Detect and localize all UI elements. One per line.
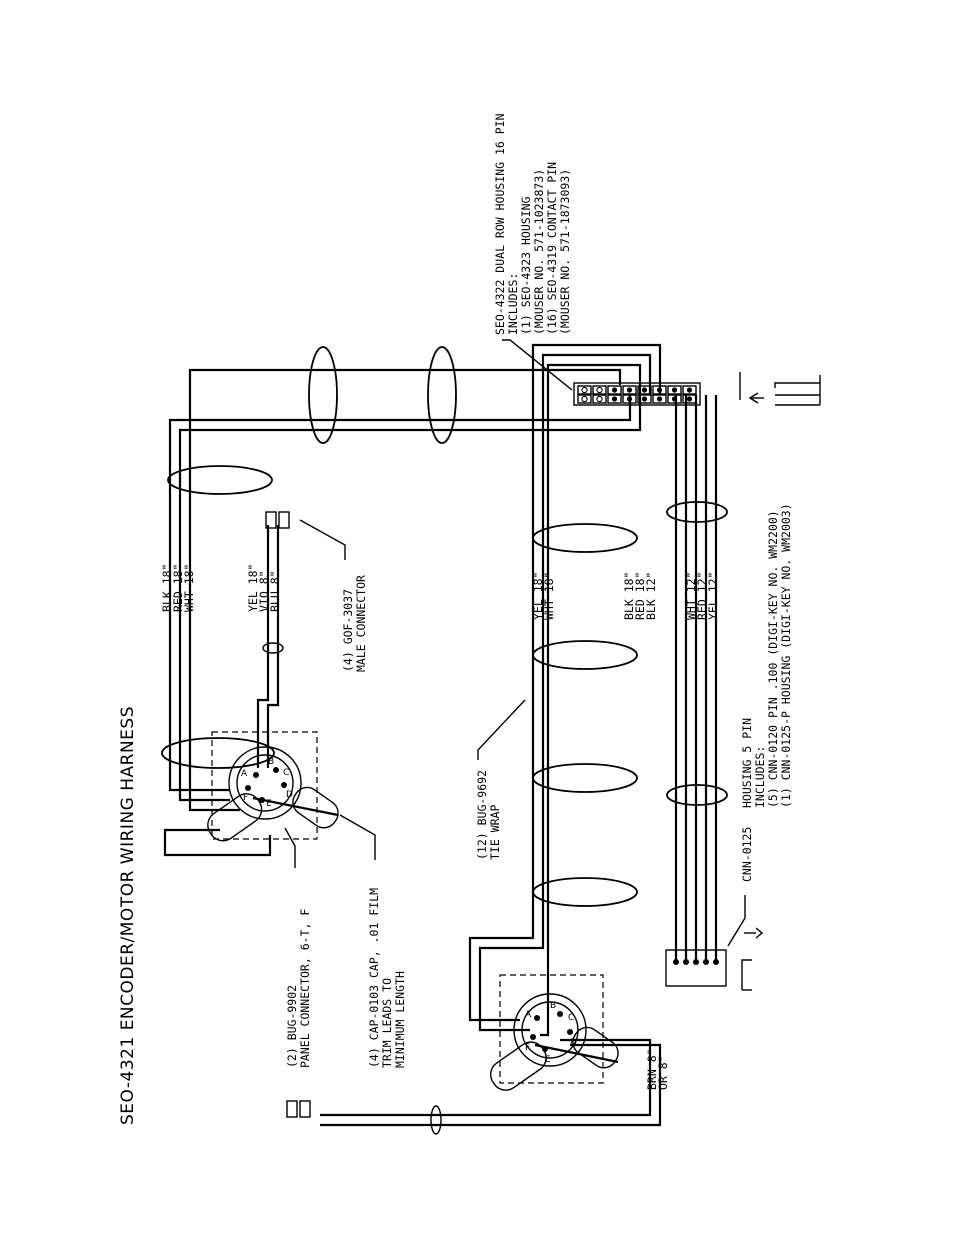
wire-label-lower: OR 8" xyxy=(656,1055,670,1090)
wire-label-middle-a: WHT 18" xyxy=(542,572,556,620)
callout-cnn-housing: INCLUDES: xyxy=(753,746,767,808)
pin-label-f: F xyxy=(243,793,248,803)
tie-wrap xyxy=(532,763,638,793)
callout-gof: (4) GOF-3037 xyxy=(341,589,355,672)
wire-label-middle-b: RED 18" xyxy=(633,572,647,620)
pin-label-f-2: F xyxy=(525,1043,530,1053)
wire-label-middle-c: RED 12" xyxy=(695,572,709,620)
tie-wrap xyxy=(430,1105,442,1135)
tie-wrap xyxy=(666,501,728,523)
filled-contact xyxy=(686,387,693,393)
callout-cap: (4) CAP-0103 CAP, .01 FILM xyxy=(367,888,381,1068)
filled-contact xyxy=(671,387,678,393)
housing-5-pin xyxy=(665,927,764,991)
tie-wraps xyxy=(161,346,728,1135)
wire-label-middle-c: YEL 12" xyxy=(706,572,720,620)
lower-panel-connector: A B C D E F xyxy=(489,974,619,1091)
tie-wrap xyxy=(167,465,273,495)
callout-seo4322: (1) SEO-4323 HOUSING xyxy=(519,196,533,335)
filled-contact xyxy=(656,387,663,393)
callout-cnn-housing: (5) CNN-0120 PIN .100 (DIGI-KEY NO. WM22… xyxy=(766,510,780,808)
pin-label-d: D xyxy=(286,790,293,800)
empty-contact xyxy=(596,386,603,394)
filled-contact xyxy=(641,396,648,402)
callout-seo4322: (16) SEO-4319 CONTACT PIN xyxy=(545,162,559,335)
empty-contact xyxy=(581,386,588,394)
wire-label-upper: RED 18" xyxy=(171,564,185,612)
callout-bug9692: TIE WRAP xyxy=(488,805,502,860)
wire-label-upper-short: BLU 8" xyxy=(268,570,282,612)
pin-label-c-2: C xyxy=(568,1013,574,1023)
dual-row-housing-profile xyxy=(739,372,821,406)
tie-wrap xyxy=(427,346,457,444)
tie-wrap xyxy=(666,784,728,806)
callout-cnn-housing: (1) CNN-0125-P HOUSING (DIGI-KEY NO. WM2… xyxy=(779,503,793,808)
callout-seo4322: SEO-4322 DUAL ROW HOUSING 16 PIN xyxy=(493,113,507,335)
empty-contact xyxy=(581,395,588,403)
filled-contact xyxy=(611,387,618,393)
callout-cnn-housing: HOUSING 5 PIN xyxy=(740,718,754,808)
pin-label-d-2: D xyxy=(570,1038,577,1048)
filled-contact xyxy=(686,396,693,402)
filled-contact xyxy=(626,396,633,402)
wire-label-upper-short: VIO 8" xyxy=(257,570,271,612)
tie-wrap xyxy=(532,523,638,553)
callout-bug9902: (2) BUG-9902 xyxy=(285,985,299,1068)
filled-contact xyxy=(656,396,663,402)
lower-wire-runs xyxy=(286,343,718,1127)
diagram-title: SEO-4321 ENCODER/MOTOR WIRING HARNESS xyxy=(118,706,138,1125)
pin-label-b-2: B xyxy=(550,1001,556,1011)
tie-wrap xyxy=(262,642,284,654)
upper-panel-connector: A B C D E F xyxy=(207,731,339,842)
tie-wrap xyxy=(532,640,638,670)
pin-label-a-2: A xyxy=(525,1010,532,1020)
upper-wire-runs xyxy=(163,368,642,857)
wire-label-middle-b: BLK 12" xyxy=(644,572,658,620)
callout-seo4322: (MOUSER NO. 571-1873093) xyxy=(558,169,572,335)
pin-label-b: B xyxy=(268,757,274,767)
wire-label-middle-a: YEL 18" xyxy=(531,572,545,620)
callout-bug9692: (12) BUG-9692 xyxy=(475,770,489,860)
callout-bug9902: PANEL CONNECTOR, 6-T, F xyxy=(298,909,312,1068)
callout-seo4322: INCLUDES: xyxy=(506,273,520,335)
pin-label-a: A xyxy=(241,769,248,779)
dual-row-housing-16-pin xyxy=(573,382,701,406)
callout-cnn-label: CNN-0125 xyxy=(740,827,754,882)
pin-label-e-2: E xyxy=(545,1055,551,1065)
wire-label-upper: WHT 18" xyxy=(182,564,196,612)
tie-wrap xyxy=(532,877,638,907)
pin-label-e: E xyxy=(266,799,272,809)
callout-seo4322: (MOUSER NO. 571-1023873) xyxy=(532,169,546,335)
wire-label-middle-b: BLK 18" xyxy=(622,572,636,620)
callout-gof: MALE CONNECTOR xyxy=(354,575,368,672)
filled-contact xyxy=(611,396,618,402)
wire-label-lower: BRN 8" xyxy=(645,1048,659,1090)
wire-label-upper-short: YEL 18" xyxy=(246,564,260,612)
callout-cap: TRIM LEADS TO xyxy=(380,978,394,1068)
leader-lines xyxy=(284,339,746,947)
tie-wrap xyxy=(308,346,338,444)
empty-contact xyxy=(596,395,603,403)
wire-label-upper: BLK 18" xyxy=(160,564,174,612)
callout-cap: MINIMUM LENGTH xyxy=(393,971,407,1068)
pin-label-c: C xyxy=(283,768,289,778)
filled-contact xyxy=(626,387,633,393)
filled-contact xyxy=(671,396,678,402)
tie-wrap xyxy=(161,737,275,769)
wire-label-middle-c: WHT 12" xyxy=(684,572,698,620)
filled-contact xyxy=(641,387,648,393)
